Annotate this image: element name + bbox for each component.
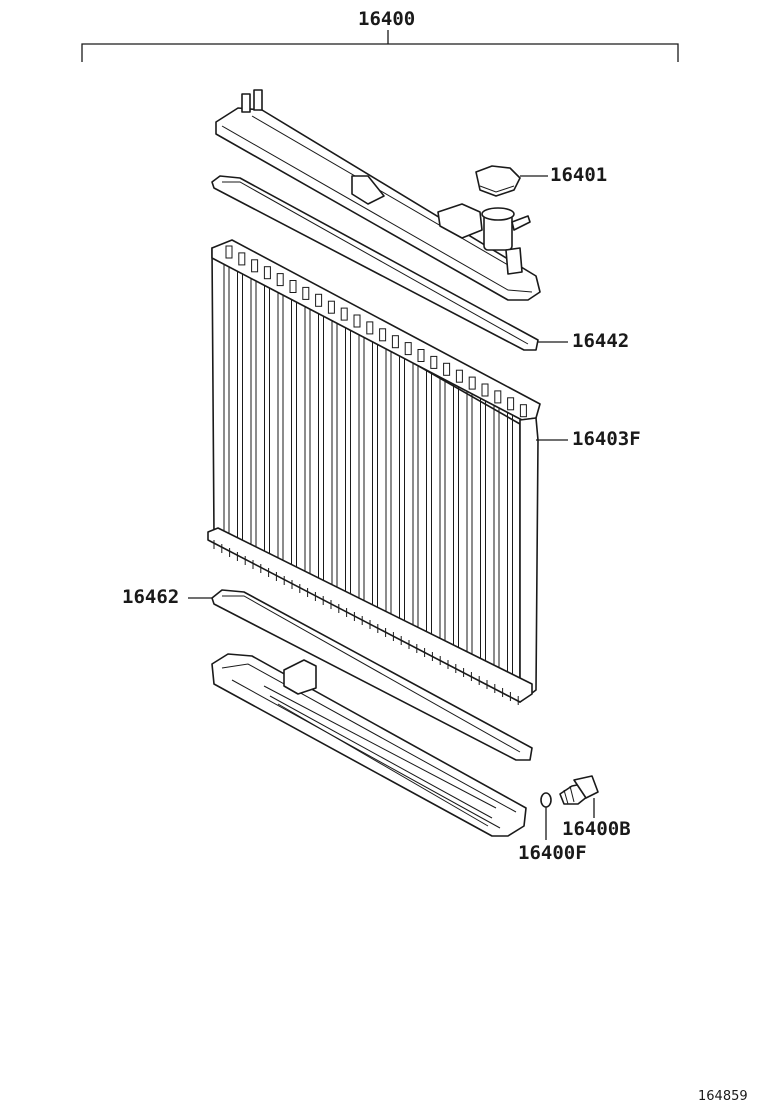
- label-16403f[interactable]: 16403F: [572, 428, 641, 450]
- radiator-cap: [475, 165, 548, 197]
- upper-tank: [215, 89, 541, 301]
- lower-gasket: [188, 589, 533, 761]
- label-16400b[interactable]: 16400B: [562, 818, 631, 840]
- label-16442[interactable]: 16442: [572, 330, 630, 352]
- label-16400f[interactable]: 16400F: [518, 842, 587, 864]
- radiator-core: [207, 239, 568, 705]
- label-16462[interactable]: 16462: [122, 586, 180, 608]
- assembly-bracket: [81, 30, 679, 62]
- drain-cock-oring: [540, 792, 552, 840]
- drain-cock-plug: [559, 775, 599, 818]
- label-16401[interactable]: 16401: [550, 164, 608, 186]
- label-16400[interactable]: 16400: [358, 8, 416, 30]
- figure-number: 164859: [698, 1089, 748, 1104]
- lower-tank: [211, 653, 527, 837]
- upper-gasket: [211, 175, 568, 351]
